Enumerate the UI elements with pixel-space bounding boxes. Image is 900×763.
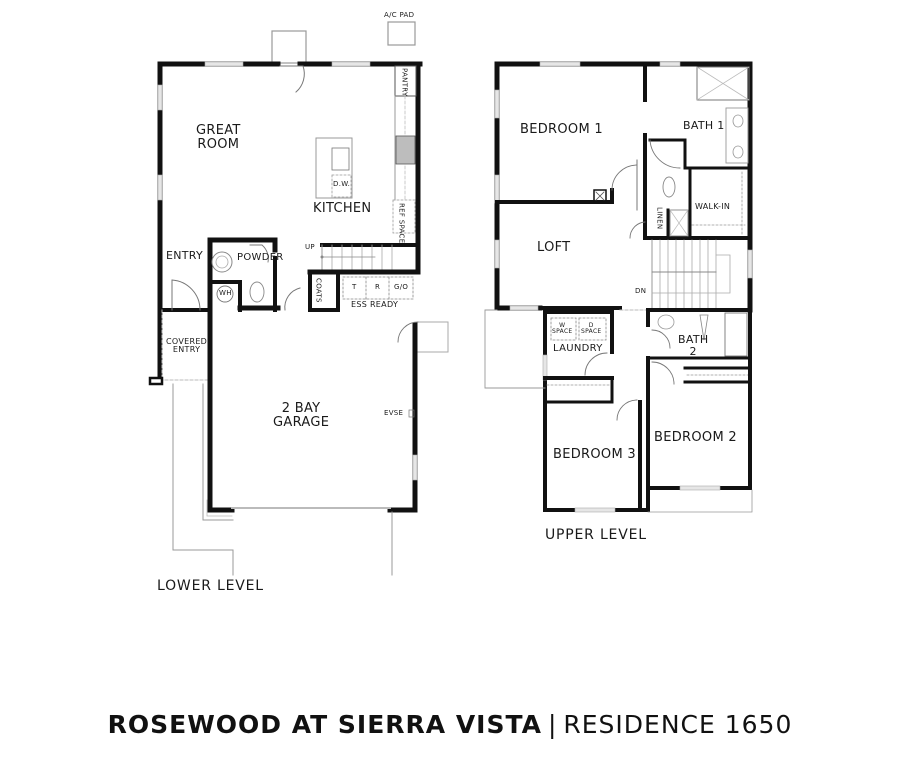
great-room-line1: GREAT xyxy=(196,123,241,138)
bath1-label: BATH 1 xyxy=(683,119,725,132)
dryer-line2: SPACE xyxy=(581,328,602,336)
bedroom1-label: BEDROOM 1 xyxy=(520,122,603,137)
washer-space-label: W SPACE xyxy=(552,322,573,336)
stairs-down-label: DN xyxy=(635,287,647,295)
bath2-label: BATH 2 xyxy=(678,334,708,357)
ref-space-label: REF SPACE xyxy=(397,203,406,244)
washer-line2: SPACE xyxy=(552,328,573,336)
water-heater-label: WH xyxy=(219,289,232,297)
residence-name: RESIDENCE 1650 xyxy=(563,710,793,739)
kitchen-label: KITCHEN xyxy=(313,201,372,216)
lower-level-label: LOWER LEVEL xyxy=(157,578,264,594)
community-name: ROSEWOOD AT SIERRA VISTA xyxy=(107,710,542,739)
loft-label: LOFT xyxy=(537,240,571,255)
evse-label: EVSE xyxy=(384,409,404,417)
upper-level-label: UPPER LEVEL xyxy=(545,527,647,543)
covered-entry-line2: ENTRY xyxy=(172,345,201,355)
lower-level-plan xyxy=(148,21,449,576)
entry-label: ENTRY xyxy=(166,249,204,262)
bedroom2-label: BEDROOM 2 xyxy=(654,430,737,445)
dryer-line1: D xyxy=(588,322,594,329)
garage-line2: GARAGE xyxy=(273,414,330,430)
great-room-label: GREAT ROOM xyxy=(196,124,241,151)
plan-title: ROSEWOOD AT SIERRA VISTA|RESIDENCE 1650 xyxy=(0,710,900,739)
coats-label: COATS xyxy=(314,278,323,303)
green-organics-label: G/O xyxy=(394,283,409,291)
dishwasher-label: D.W. xyxy=(333,180,351,188)
ac-pad-label: A/C PAD xyxy=(384,11,415,19)
bedroom3-label: BEDROOM 3 xyxy=(553,447,636,462)
garage-line1: 2 BAY xyxy=(281,401,321,416)
trash-label: T xyxy=(352,283,357,291)
covered-entry-line1: COVERED xyxy=(166,337,208,346)
bath2-line2: 2 xyxy=(689,344,697,358)
stairs-up-label: UP xyxy=(305,243,315,251)
washer-line1: W xyxy=(559,322,566,329)
powder-label: POWDER xyxy=(237,252,284,263)
dryer-space-label: D SPACE xyxy=(581,322,602,336)
ess-ready-label: ESS READY xyxy=(351,300,399,309)
covered-entry-label: COVERED ENTRY xyxy=(166,337,208,355)
great-room-line2: ROOM xyxy=(197,136,240,152)
laundry-label: LAUNDRY xyxy=(553,343,603,354)
walk-in-label: WALK-IN xyxy=(695,202,731,211)
garage-label: 2 BAY GARAGE xyxy=(273,402,329,429)
linen-label: LINEN xyxy=(655,207,664,230)
rear-stoop xyxy=(271,30,307,64)
bath2-line1: BATH xyxy=(678,333,709,346)
ac-pad xyxy=(387,21,416,46)
recycle-label: R xyxy=(375,283,381,291)
pantry-label: PANTRY xyxy=(400,68,409,97)
upper-level-plan xyxy=(484,61,753,513)
title-separator: | xyxy=(547,710,558,739)
